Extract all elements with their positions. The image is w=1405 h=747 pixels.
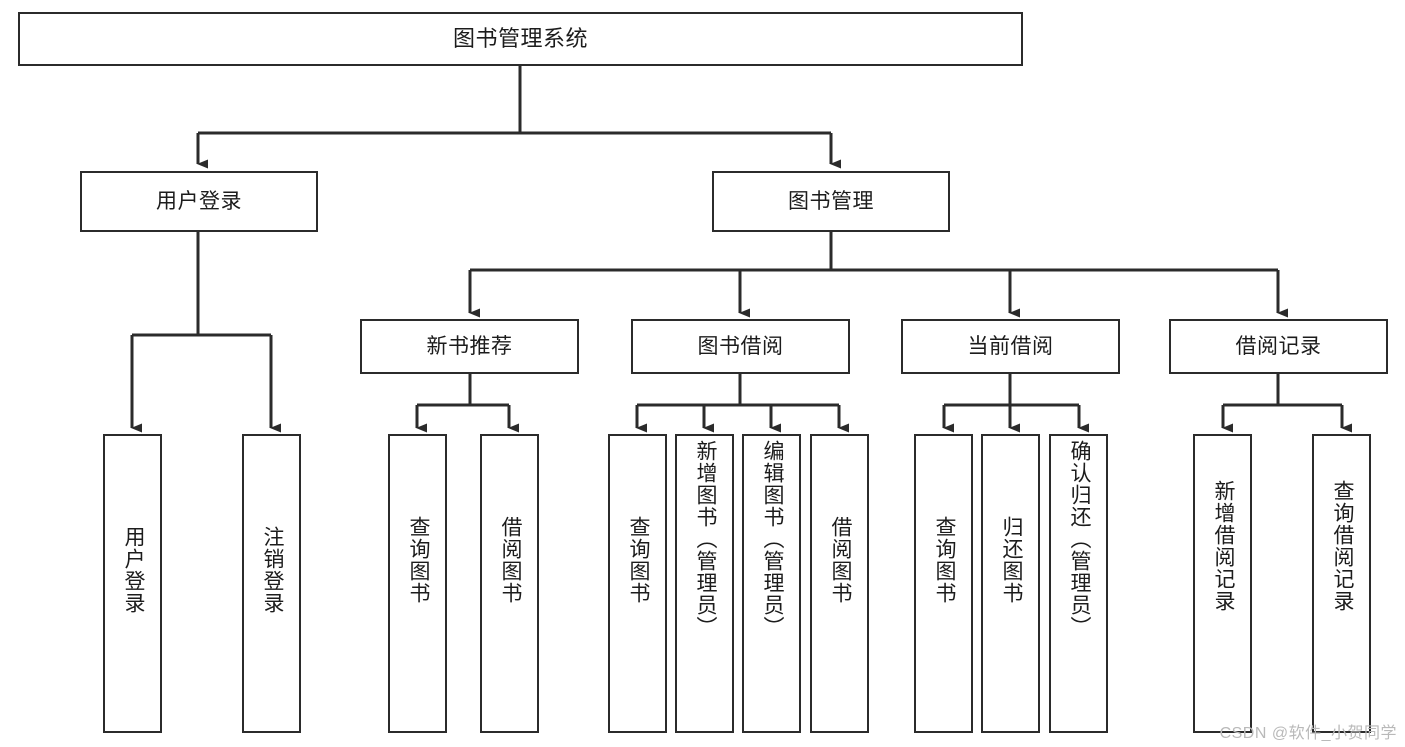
node-leaf-return-book-label: 归还图书 xyxy=(999,516,1023,604)
node-leaf-return-book[interactable]: 归还图书 xyxy=(981,434,1040,733)
node-leaf-borrow-book-1[interactable]: 借阅图书 xyxy=(480,434,539,733)
node-new-book-recommend-label: 新书推荐 xyxy=(426,334,513,358)
node-current-borrow-label: 当前借阅 xyxy=(967,334,1054,358)
node-leaf-query-book-3-label: 查询图书 xyxy=(932,516,956,604)
node-book-management-label: 图书管理 xyxy=(788,189,874,213)
node-leaf-logout-login[interactable]: 注销登录 xyxy=(242,434,301,733)
node-leaf-confirm-return[interactable]: 确认归还（管理员） xyxy=(1049,434,1108,733)
node-book-borrow[interactable]: 图书借阅 xyxy=(631,319,850,374)
node-leaf-add-record[interactable]: 新增借阅记录 xyxy=(1193,434,1252,733)
node-new-book-recommend[interactable]: 新书推荐 xyxy=(360,319,579,374)
node-user-login[interactable]: 用户登录 xyxy=(80,171,318,232)
node-leaf-borrow-book-1-label: 借阅图书 xyxy=(498,516,522,604)
node-leaf-edit-book-label: 编辑图书（管理员） xyxy=(760,440,784,638)
node-leaf-borrow-book-2-label: 借阅图书 xyxy=(828,516,852,604)
node-borrow-record[interactable]: 借阅记录 xyxy=(1169,319,1388,374)
node-leaf-query-book-2-label: 查询图书 xyxy=(626,516,650,604)
node-borrow-record-label: 借阅记录 xyxy=(1235,334,1322,358)
watermark: CSDN @软件_小贺同学 xyxy=(1219,725,1397,742)
node-leaf-confirm-return-label: 确认归还（管理员） xyxy=(1067,440,1091,638)
node-leaf-query-book-3[interactable]: 查询图书 xyxy=(914,434,973,733)
node-current-borrow[interactable]: 当前借阅 xyxy=(901,319,1120,374)
node-leaf-add-book[interactable]: 新增图书（管理员） xyxy=(675,434,734,733)
node-leaf-borrow-book-2[interactable]: 借阅图书 xyxy=(810,434,869,733)
node-leaf-user-login-label: 用户登录 xyxy=(121,526,145,614)
node-leaf-query-book-1-label: 查询图书 xyxy=(406,516,430,604)
node-root[interactable]: 图书管理系统 xyxy=(18,12,1023,66)
node-leaf-logout-login-label: 注销登录 xyxy=(260,526,284,614)
node-book-management[interactable]: 图书管理 xyxy=(712,171,950,232)
node-leaf-user-login[interactable]: 用户登录 xyxy=(103,434,162,733)
node-leaf-query-book-2[interactable]: 查询图书 xyxy=(608,434,667,733)
node-user-login-label: 用户登录 xyxy=(156,189,242,213)
node-leaf-query-book-1[interactable]: 查询图书 xyxy=(388,434,447,733)
node-book-borrow-label: 图书借阅 xyxy=(697,334,784,358)
node-leaf-add-record-label: 新增借阅记录 xyxy=(1211,480,1235,612)
node-leaf-edit-book[interactable]: 编辑图书（管理员） xyxy=(742,434,801,733)
node-root-label: 图书管理系统 xyxy=(452,25,588,51)
node-leaf-add-book-label: 新增图书（管理员） xyxy=(693,440,717,638)
node-leaf-query-record-label: 查询借阅记录 xyxy=(1330,480,1354,612)
node-leaf-query-record[interactable]: 查询借阅记录 xyxy=(1312,434,1371,733)
